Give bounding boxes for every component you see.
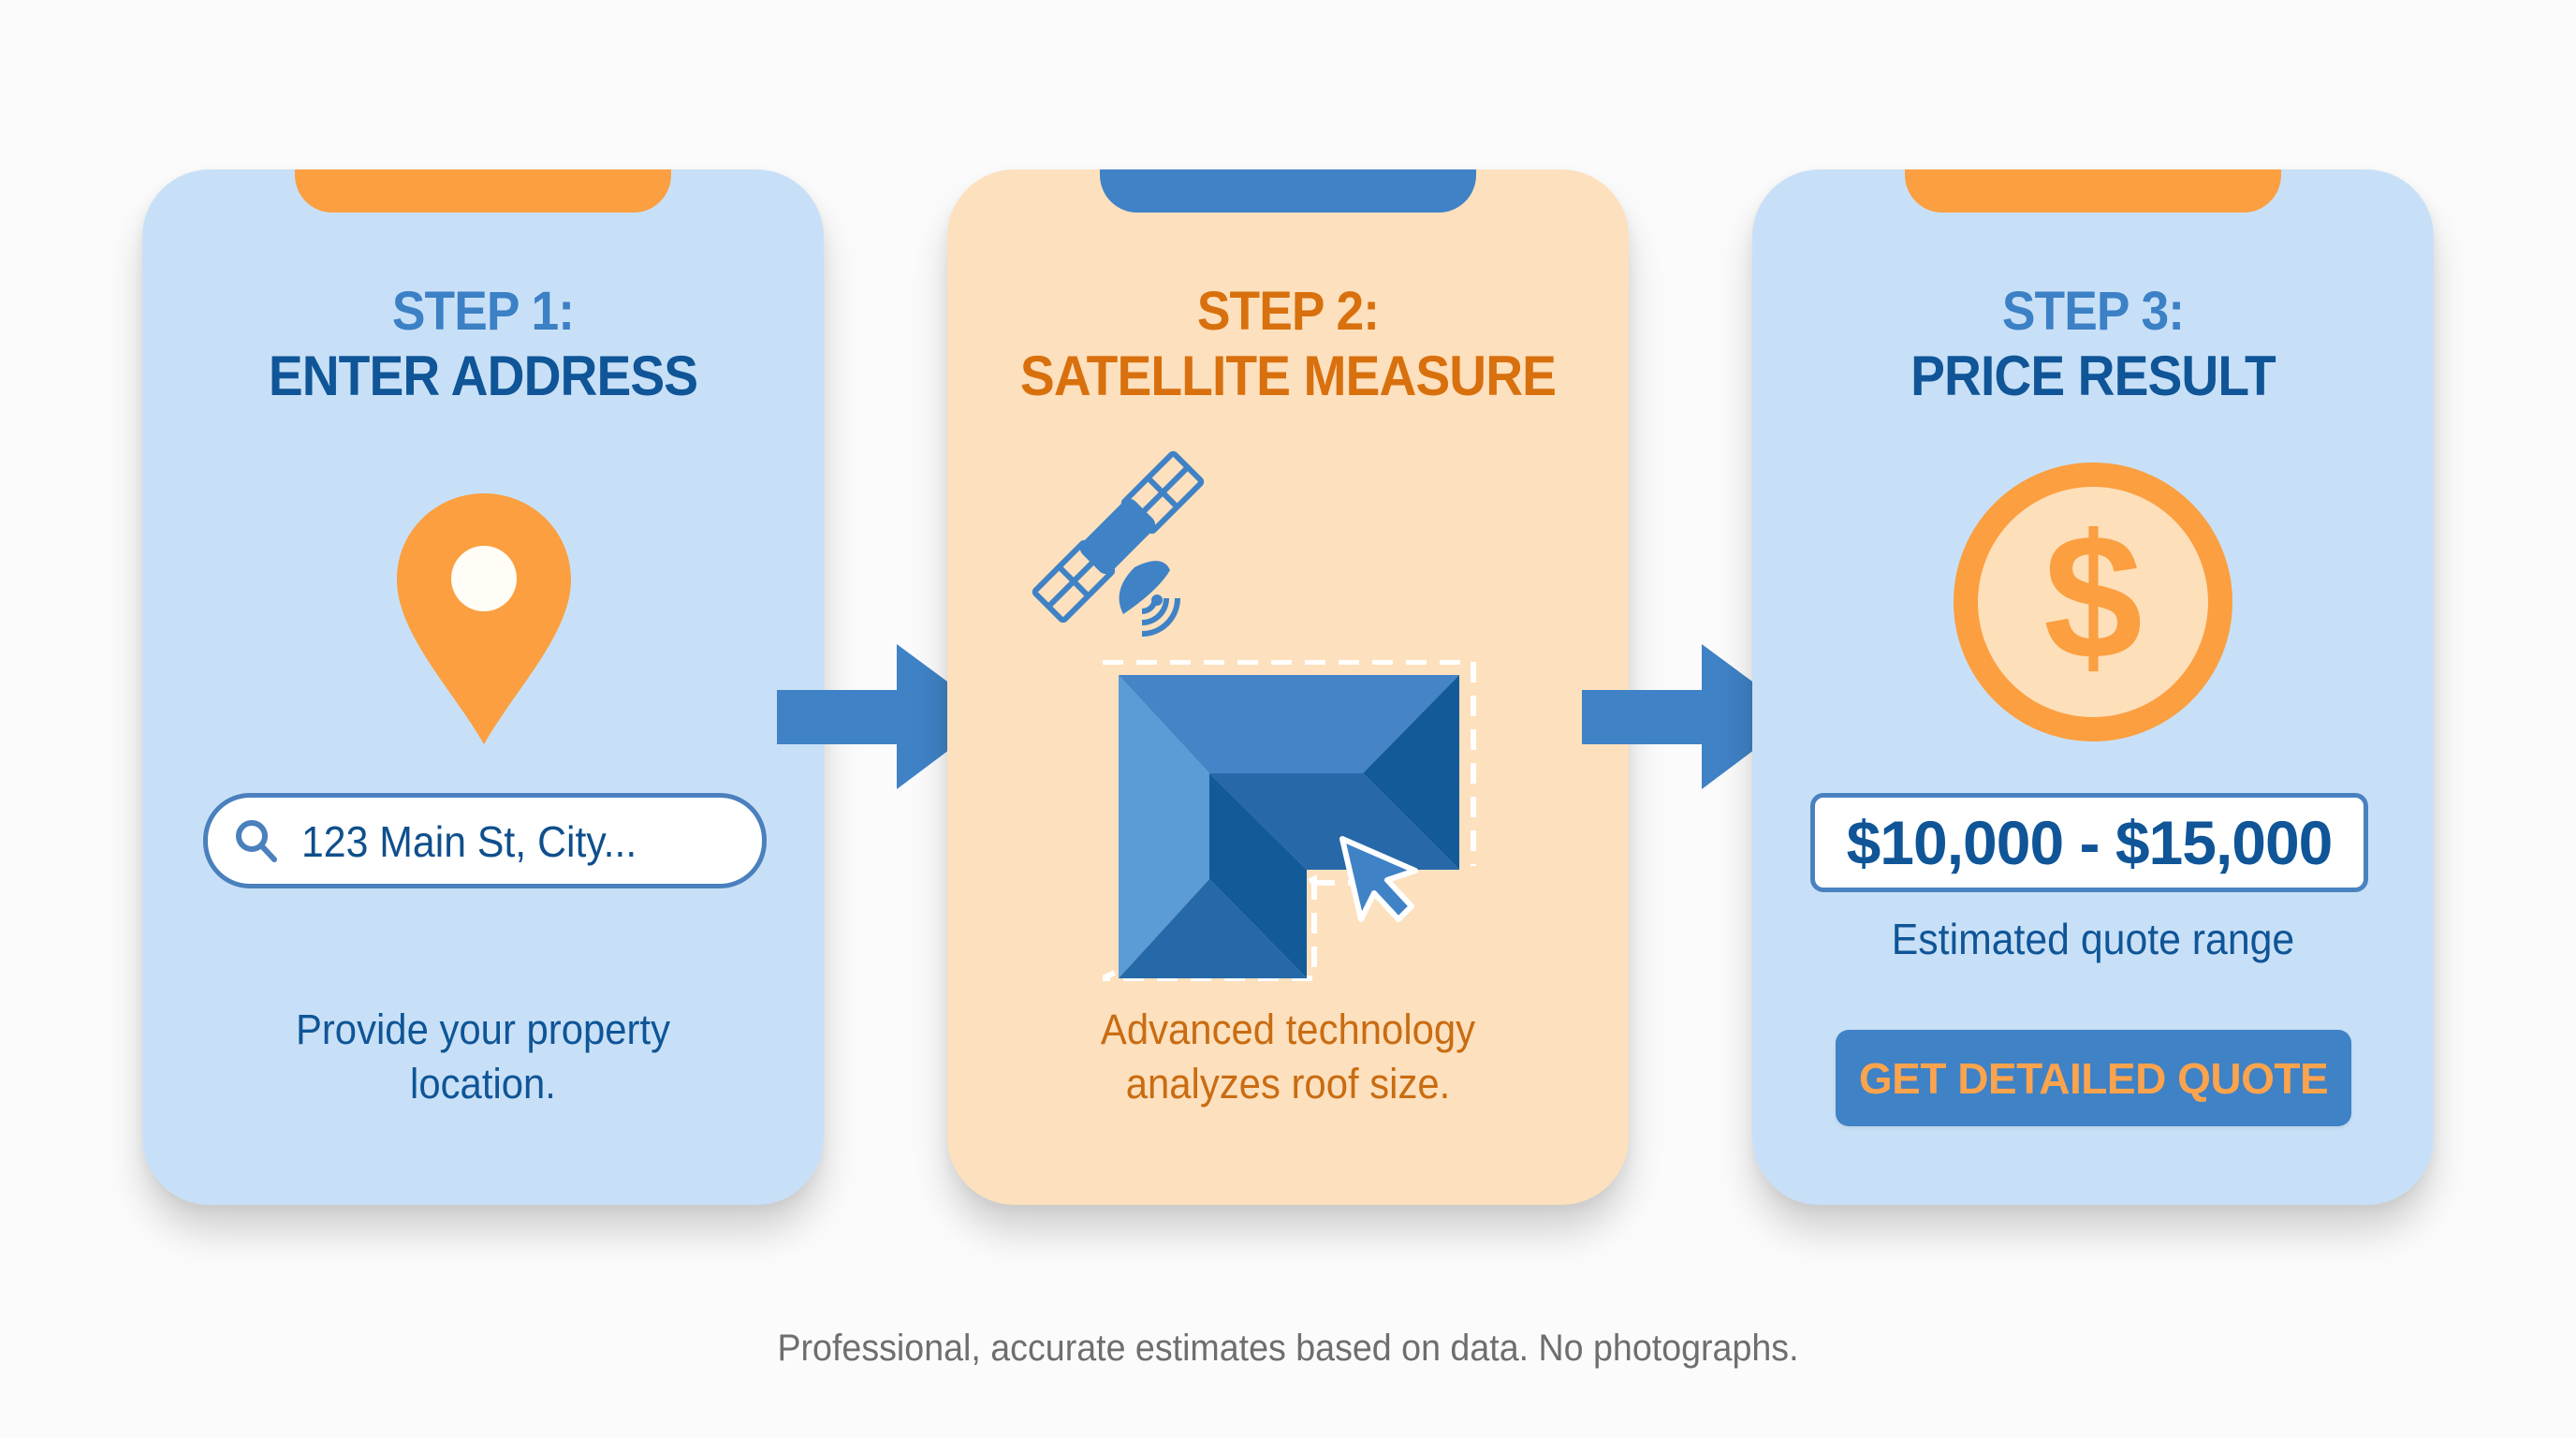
step-1-caption: Provide your property location.: [166, 1003, 799, 1111]
caption-line-2: analyzes roof size.: [1125, 1060, 1451, 1108]
step-1-title: ENTER ADDRESS: [268, 345, 698, 407]
step-1-card: STEP 1: ENTER ADDRESS 123 Main St, City.…: [142, 169, 824, 1205]
step-3-card: STEP 3: PRICE RESULT $ $10,000 - $15,000…: [1752, 169, 2434, 1205]
map-pin-icon: [397, 493, 571, 744]
arrow-right-icon: [1582, 644, 1799, 789]
step-2-caption: Advanced technology analyzes roof size.: [971, 1003, 1604, 1111]
roof-outline-icon: [1103, 660, 1488, 1034]
address-value: 123 Main St, City...: [301, 817, 637, 866]
step-3-title: PRICE RESULT: [1910, 345, 2276, 407]
satellite-icon: [1022, 450, 1209, 638]
address-search-input[interactable]: 123 Main St, City...: [203, 793, 767, 888]
arrow-right-icon: [777, 644, 994, 789]
get-detailed-quote-button[interactable]: GET DETAILED QUOTE: [1836, 1030, 2351, 1126]
svg-text:$: $: [2043, 498, 2143, 697]
step-2-title: SATELLITE MEASURE: [1019, 345, 1557, 407]
card-tab: [1905, 169, 2281, 213]
caption-line-1: Advanced technology: [1100, 1005, 1476, 1053]
dollar-coin-icon: $: [1953, 462, 2233, 742]
step-2-label: STEP 2:: [1196, 281, 1380, 342]
step-3-label: STEP 3:: [2001, 281, 2185, 342]
caption-line-2: location.: [410, 1060, 556, 1108]
cursor-icon: [1331, 833, 1425, 927]
price-range-caption: Estimated quote range: [1891, 915, 2295, 963]
footer-note: Professional, accurate estimates based o…: [777, 1328, 1799, 1369]
search-icon: [234, 818, 279, 863]
step-1-label: STEP 1:: [391, 281, 575, 342]
card-tab: [295, 169, 671, 213]
card-tab: [1100, 169, 1476, 213]
price-range-display: $10,000 - $15,000: [1810, 793, 2368, 892]
caption-line-1: Provide your property: [295, 1005, 671, 1053]
step-2-card: STEP 2: SATELLITE MEASURE: [947, 169, 1629, 1205]
